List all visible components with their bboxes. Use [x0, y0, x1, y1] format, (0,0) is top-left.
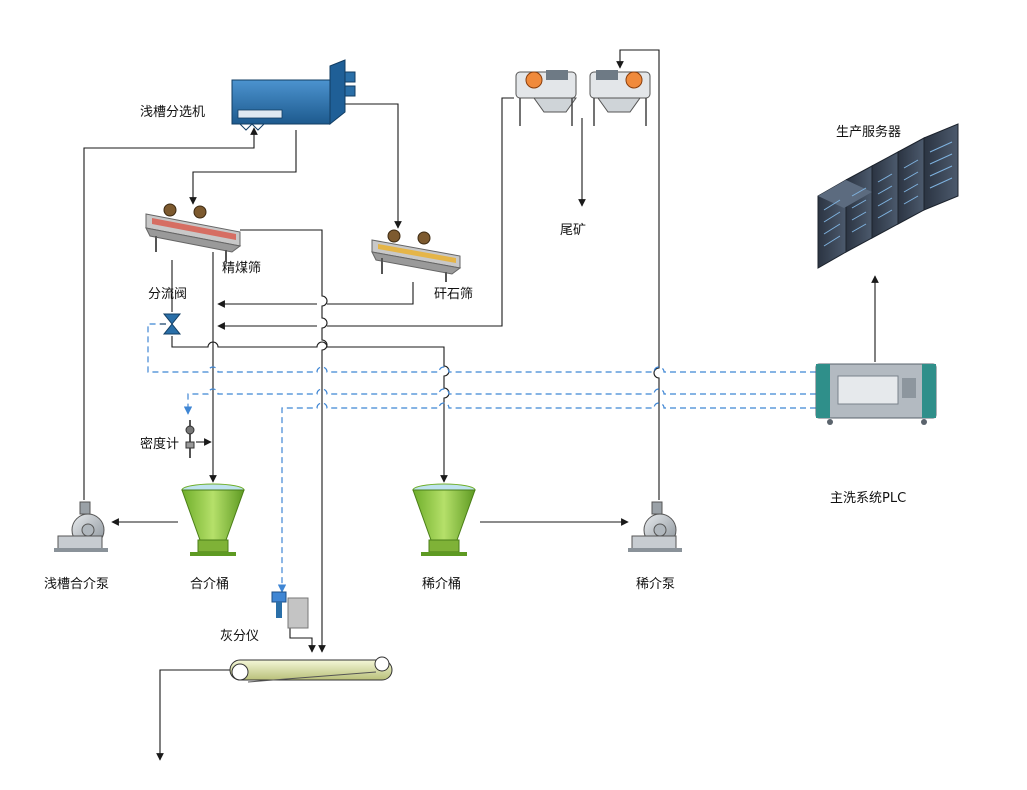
label-clean-coal-screen: 精煤筛 [222, 261, 261, 276]
conical-tank-icon [181, 483, 245, 556]
label-ash-analyzer: 灰分仪 [220, 629, 259, 644]
label-combined-medium-tank: 合介桶 [190, 577, 229, 592]
line-dilute-pump-to-magsep [616, 49, 660, 500]
centrifugal-pump-icon [628, 501, 682, 552]
label-density-meter: 密度计 [140, 436, 179, 452]
ash-analyzer-icon [271, 591, 309, 629]
label-gangue-screen: 矸石筛 [434, 287, 473, 302]
line-ash-to-conveyor [289, 620, 316, 653]
label-shallow-trough-separator: 浅槽分选机 [140, 105, 205, 120]
vibrating-screen-icon [371, 229, 462, 282]
server-rack-icon [817, 123, 959, 269]
plc-controller-icon [815, 363, 937, 425]
vibrating-screen-icon [145, 203, 242, 262]
label-main-wash-plc: 主洗系统PLC [830, 491, 906, 506]
line-magsep-to-diverter [218, 97, 514, 326]
label-dilute-medium-pump: 稀介泵 [636, 577, 675, 592]
line-clean-screen-to-conveyor [240, 229, 328, 653]
centrifugal-pump-icon [54, 501, 108, 552]
label-production-server: 生产服务器 [836, 124, 901, 140]
line-diverter-to-dilute-tank [171, 336, 450, 483]
line-separator-to-clean-screen [189, 130, 297, 205]
labels: 浅槽分选机 精煤筛 矸石筛 分流阀 尾矿 生产服务器 密度计 主洗系统PLC 浅… [44, 105, 906, 644]
label-trough-medium-pump: 浅槽合介泵 [44, 577, 109, 592]
line-separator-to-gangue-screen [340, 103, 402, 229]
density-meter-icon [185, 420, 195, 458]
label-tailings: 尾矿 [560, 223, 586, 238]
belt-conveyor-icon [229, 656, 393, 683]
signal-lines [147, 323, 816, 593]
process-lines [83, 49, 879, 761]
label-dilute-medium-tank: 稀介桶 [422, 577, 461, 592]
signal-plc-to-ash-analyzer [277, 402, 816, 593]
butterfly-valve-icon [160, 313, 182, 335]
magnetic-separator-icon [589, 70, 651, 126]
line-pump-to-separator [83, 127, 258, 500]
label-diverter-valve: 分流阀 [148, 287, 187, 302]
line-conveyor-discharge [156, 669, 232, 761]
signal-plc-to-densimeter [183, 388, 816, 415]
magnetic-separator-icon [515, 70, 577, 126]
conical-tank-icon [412, 483, 476, 556]
shallow-trough-separator-icon [231, 59, 356, 131]
signal-plc-to-diverter [147, 323, 816, 373]
line-gangue-to-diverter [218, 282, 414, 304]
